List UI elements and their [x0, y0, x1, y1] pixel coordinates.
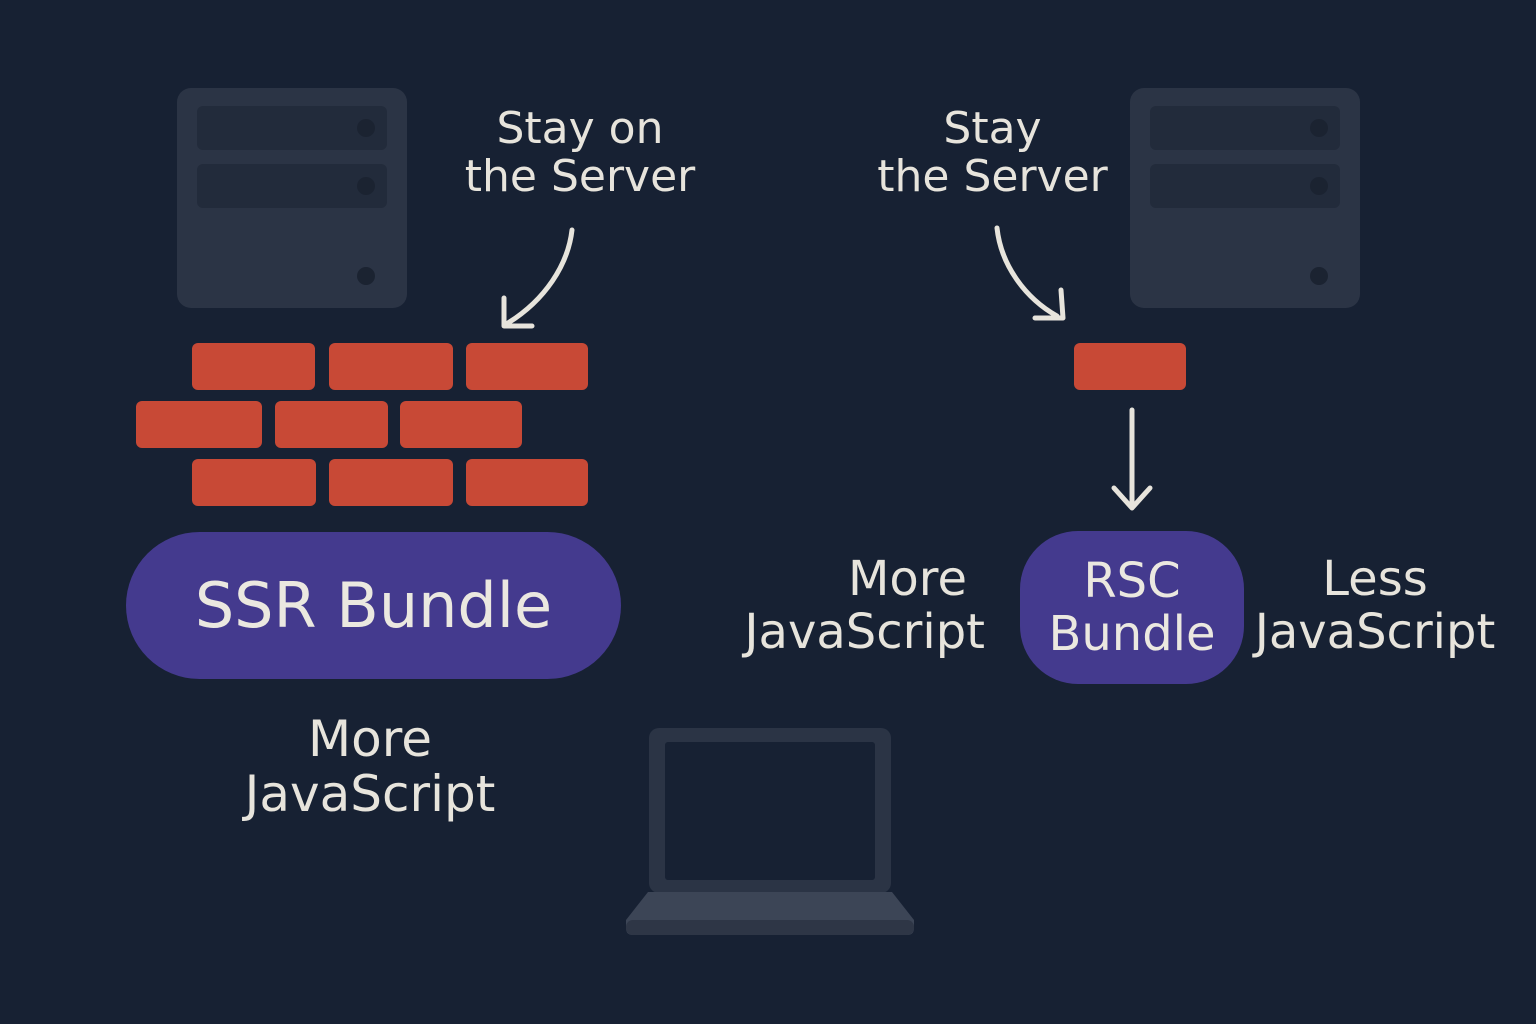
server-bay: [1150, 164, 1340, 208]
server-bay: [197, 164, 387, 208]
left-annotation-line1: Stay on: [496, 103, 664, 154]
rsc-more-js-line1: More: [848, 551, 967, 607]
brick: [275, 401, 388, 448]
brick: [329, 343, 453, 390]
down-arrow-icon: [1111, 407, 1153, 511]
rsc-less-js-line1: Less: [1322, 551, 1428, 607]
server-led: [1310, 267, 1328, 285]
right-annotation-line1: Stay: [943, 103, 1042, 154]
rsc-bundle-line2: Bundle: [1048, 605, 1216, 662]
left-annotation: Stay on the Server: [440, 103, 720, 203]
rsc-less-js-label: Less JavaScript: [1250, 553, 1500, 659]
brick: [136, 401, 262, 448]
right-annotation-line2: the Server: [877, 151, 1108, 203]
left-annotation-line2: the Server: [464, 151, 696, 203]
server-bay: [1150, 106, 1340, 150]
left-footer-line1: More: [308, 710, 432, 768]
brick: [466, 343, 588, 390]
laptop-screen: [649, 728, 891, 893]
brick: [192, 459, 316, 506]
rsc-more-js-line2: JavaScript: [744, 603, 985, 660]
brick: [192, 343, 315, 390]
rsc-bundle-line1: RSC: [1083, 552, 1181, 609]
rsc-more-js-label: More JavaScript: [725, 553, 985, 659]
brick: [400, 401, 522, 448]
laptop-base: [626, 892, 914, 935]
server-icon: [177, 88, 407, 308]
server-icon: [1130, 88, 1360, 308]
server-bay: [197, 106, 387, 150]
brick: [1074, 343, 1186, 390]
left-footer-label: More JavaScript: [220, 712, 520, 822]
left-footer-line2: JavaScript: [244, 765, 496, 823]
curved-arrow-icon: [501, 227, 575, 329]
rsc-less-js-line2: JavaScript: [1254, 603, 1496, 660]
rsc-bundle: RSC Bundle: [1020, 531, 1244, 684]
ssr-bundle: SSR Bundle: [126, 532, 621, 679]
right-annotation: Stay the Server: [860, 103, 1125, 203]
brick: [466, 459, 588, 506]
brick: [329, 459, 453, 506]
server-led: [357, 267, 375, 285]
ssr-bundle-label: SSR Bundle: [194, 569, 553, 642]
curved-arrow-icon: [994, 225, 1066, 321]
